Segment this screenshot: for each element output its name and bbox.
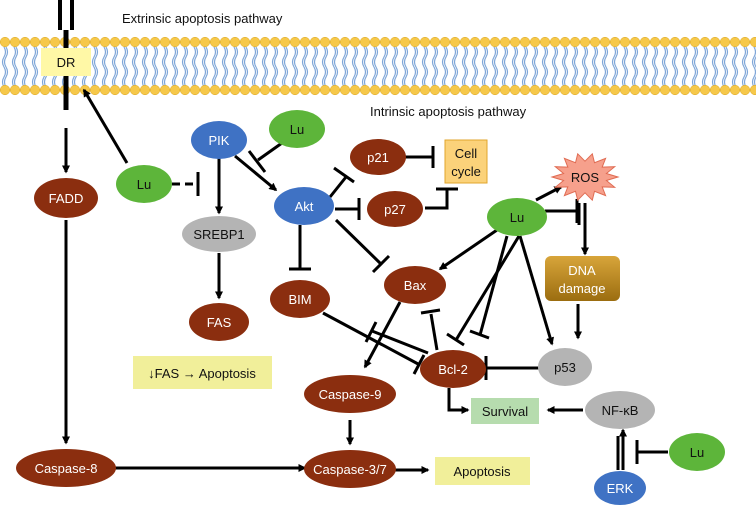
extrinsic-pathway-title: Extrinsic apoptosis pathway — [122, 11, 283, 26]
bax-label: Bax — [404, 278, 427, 293]
dna-damage-label-2: damage — [559, 281, 606, 296]
pik-node: PIK — [191, 121, 247, 159]
fadd-node: FADD — [34, 178, 98, 218]
srebp1-node: SREBP1 — [182, 216, 256, 252]
dna-damage-box: DNA damage — [545, 256, 620, 301]
lu-top-node: Lu — [269, 110, 325, 148]
p21-label: p21 — [367, 150, 389, 165]
lu-left-label: Lu — [137, 177, 151, 192]
cell-cycle-label-2: cycle — [451, 164, 481, 179]
lu-left-node: Lu — [116, 165, 172, 203]
lu-center-node: Lu — [487, 198, 547, 236]
caspase-8-label: Caspase-8 — [35, 461, 98, 476]
survival-box: Survival — [471, 398, 539, 424]
lu-top-label: Lu — [290, 122, 304, 137]
ros-label: ROS — [571, 170, 600, 185]
survival-label: Survival — [482, 404, 528, 419]
fas-node: FAS — [189, 303, 249, 341]
p27-label: p27 — [384, 202, 406, 217]
akt-node: Akt — [274, 187, 334, 225]
bcl-2-label: Bcl-2 — [438, 362, 468, 377]
caspase-9-node: Caspase-9 — [304, 375, 396, 413]
nf-kb-label: NF-κB — [602, 403, 639, 418]
p27-node: p27 — [367, 191, 423, 227]
erk-label: ERK — [607, 481, 634, 496]
dna-damage-label-1: DNA — [568, 263, 596, 278]
pik-label: PIK — [209, 133, 230, 148]
caspase-8-node: Caspase-8 — [16, 449, 116, 487]
pathway-edges — [58, 0, 668, 474]
bim-node: BIM — [270, 280, 330, 318]
apoptosis-box: Apoptosis — [435, 457, 530, 485]
caspase-9-label: Caspase-9 — [319, 387, 382, 402]
death-receptor-box — [41, 48, 91, 76]
p21-node: p21 — [350, 139, 406, 175]
nf-kb-node: NF-κB — [585, 391, 655, 429]
cell-cycle-label-1: Cell — [455, 146, 478, 161]
bcl-2-node: Bcl-2 — [420, 350, 486, 388]
erk-node: ERK — [594, 471, 646, 505]
lu-right-label: Lu — [690, 445, 704, 460]
apoptosis-label: Apoptosis — [453, 464, 511, 479]
srebp1-label: SREBP1 — [193, 227, 244, 242]
p53-label: p53 — [554, 360, 576, 375]
death-receptor-label: DR — [57, 55, 76, 70]
akt-label: Akt — [295, 199, 314, 214]
ros-burst: ROS — [550, 152, 620, 202]
lu-right-node: Lu — [669, 433, 725, 471]
intrinsic-pathway-title: Intrinsic apoptosis pathway — [370, 104, 527, 119]
bim-label: BIM — [288, 292, 311, 307]
cell-cycle-box: Cell cycle — [444, 139, 488, 184]
lu-center-label: Lu — [510, 210, 524, 225]
caspase-3-7-label: Caspase-3/7 — [313, 462, 387, 477]
fas-apoptosis-note-label: ↓FAS → Apoptosis — [148, 366, 256, 381]
fas-apoptosis-note: ↓FAS → Apoptosis — [133, 356, 272, 389]
bax-node: Bax — [384, 266, 446, 304]
p53-node: p53 — [538, 348, 592, 386]
caspase-3-7-node: Caspase-3/7 — [304, 450, 396, 488]
cell-membrane — [0, 36, 756, 96]
fadd-label: FADD — [49, 191, 84, 206]
fas-label: FAS — [207, 315, 232, 330]
